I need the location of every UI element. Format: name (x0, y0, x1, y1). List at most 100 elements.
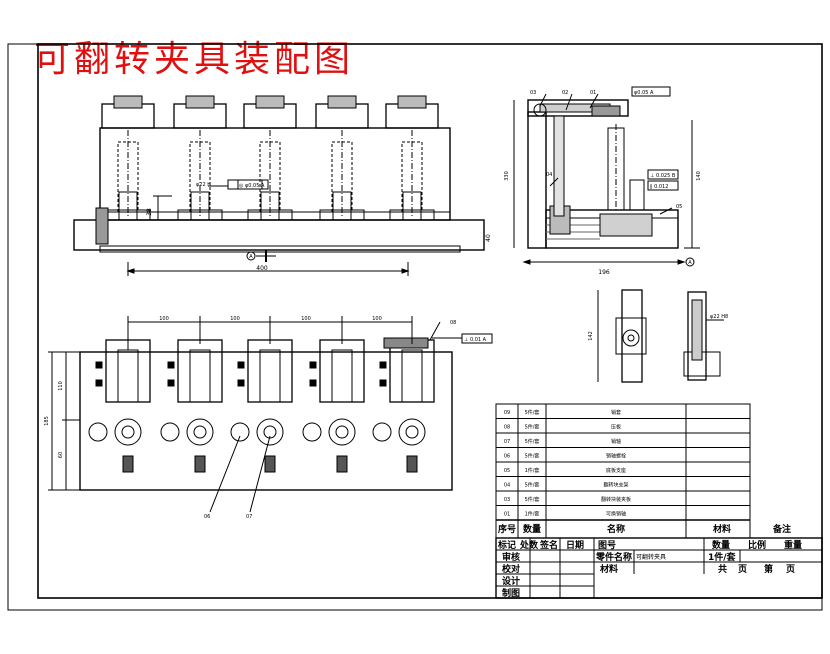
tb-weight: 重量 (784, 539, 802, 551)
top-callout-08: 08 (450, 320, 456, 326)
parts-row-name: 底板支座 (606, 467, 626, 474)
tb-date: 日期 (566, 539, 584, 551)
top-callout-07: 07 (246, 514, 252, 520)
tb-sheet-page2: 页 (786, 564, 795, 575)
side-callout-03: 03 (530, 90, 536, 96)
top-clamp-unit (230, 339, 293, 473)
side-callout-02: 02 (562, 90, 568, 96)
side-dim-width: 196 (598, 269, 610, 276)
parts-row-no: 04 (504, 483, 510, 489)
drawing-title: 可翻转夹具装配图 (34, 39, 355, 80)
parts-row-no: 05 (504, 468, 510, 474)
parts-row-qty: 5件/套 (525, 453, 540, 460)
detail-hole-dim: φ22 H8 (710, 314, 728, 320)
tb-count: 处数 (519, 539, 539, 551)
parts-row-name: 可换销轴 (606, 511, 626, 518)
parts-row-qty: 5件/套 (525, 409, 540, 416)
front-clamp-unit (315, 95, 369, 221)
parts-row-qty: 5件/套 (525, 424, 540, 431)
tb-part-name-label: 零件名称 (595, 551, 632, 563)
side-dim-inner: 140 (696, 171, 702, 181)
top-clamp-unit (372, 339, 435, 473)
top-clamp-unit (160, 339, 223, 473)
title-block (495, 537, 823, 599)
front-dim-width: 400 (256, 265, 268, 272)
tb-sheets-total: 共 (718, 563, 727, 575)
parts-list (495, 403, 751, 539)
parts-row-no: 07 (504, 439, 510, 445)
top-dim-total: 185 (44, 416, 50, 426)
parts-row-name: 销轴螺栓 (606, 453, 626, 460)
side-callout-04: 04 (546, 172, 552, 178)
side-dim-height: 330 (504, 171, 510, 181)
parts-header-remark: 备注 (772, 523, 791, 535)
front-clamp-unit (243, 95, 297, 221)
parts-row-no: 09 (504, 410, 510, 416)
top-pitch-2: 100 (230, 316, 240, 322)
tb-design: 设计 (502, 575, 520, 587)
tb-drafting: 制图 (502, 587, 520, 599)
top-dim-upper: 110 (58, 381, 64, 391)
top-view (48, 316, 493, 513)
parts-row-no: 08 (504, 425, 510, 431)
tb-review: 审核 (502, 551, 520, 563)
detail-view (597, 289, 724, 383)
parts-header-qty: 数量 (523, 523, 541, 535)
parts-row-no: 06 (504, 454, 510, 460)
tb-drawing-no: 图号 (598, 540, 616, 551)
tb-sign: 签名 (539, 539, 558, 551)
front-clamp-unit (173, 95, 227, 221)
front-hole-dim: φ22 H (196, 182, 211, 188)
front-dim-height: 40 (485, 234, 492, 242)
top-callout-06: 06 (204, 514, 210, 520)
parts-header-no: 序号 (498, 523, 516, 535)
top-tolerance: ⊥ 0.01 A (464, 337, 487, 343)
tb-sheets-page: 页 (738, 564, 747, 575)
parts-row-name: 翻转块支架 (603, 482, 628, 489)
side-datum: A (688, 260, 692, 266)
tb-qty-value: 1件/套 (708, 551, 737, 563)
tb-qty: 数量 (712, 539, 730, 551)
front-clamp-unit (101, 95, 155, 221)
top-clamp-unit (88, 339, 151, 473)
side-tol-mid2: ∥ 0.012 (650, 184, 668, 190)
parts-row-name: 销套 (611, 409, 621, 416)
side-tol-top: φ0.05 A (634, 90, 654, 96)
front-view (73, 95, 485, 276)
parts-header-material: 材料 (712, 523, 731, 535)
parts-row-no: 01 (504, 512, 510, 518)
parts-row-name: 销轴 (611, 438, 621, 445)
front-tolerance: ◎ φ0.05 A (239, 183, 265, 189)
parts-row-qty: 5件/套 (525, 496, 540, 503)
parts-row-qty: 1件/套 (525, 467, 540, 474)
top-pitch-3: 100 (301, 316, 311, 322)
tb-mark: 标记 (497, 539, 516, 551)
top-pitch-4: 100 (372, 316, 382, 322)
top-pitch-1: 100 (159, 316, 169, 322)
tb-sheet-no: 第 (764, 563, 773, 575)
parts-row-name: 翻转块装夹板 (601, 496, 631, 503)
sheet-inner-border (37, 43, 823, 599)
side-view (513, 86, 700, 267)
top-clamp-unit (302, 339, 365, 473)
parts-row-qty: 5件/套 (525, 438, 540, 445)
tb-part-name: 可翻转夹具 (636, 553, 666, 561)
parts-row-qty: 1件/套 (525, 511, 540, 518)
detail-dim-height: 142 (588, 331, 594, 341)
top-dim-lower: 60 (58, 452, 64, 458)
front-dim-tool: 38 (146, 208, 153, 216)
parts-row-no: 03 (504, 497, 510, 503)
parts-row-name: 压板 (611, 424, 621, 431)
tb-scale: 比例 (748, 539, 766, 551)
tb-check: 校对 (502, 563, 520, 575)
front-clamp-unit (385, 95, 439, 221)
front-datum-label: A (249, 254, 253, 260)
tb-material-label: 材料 (599, 563, 618, 575)
parts-row-qty: 5件/套 (525, 482, 540, 489)
parts-header-name: 名称 (607, 523, 625, 535)
side-tol-mid1: ⊥ 0.025 B (650, 173, 676, 179)
side-callout-01: 01 (590, 90, 596, 96)
side-callout-05: 05 (676, 204, 682, 210)
